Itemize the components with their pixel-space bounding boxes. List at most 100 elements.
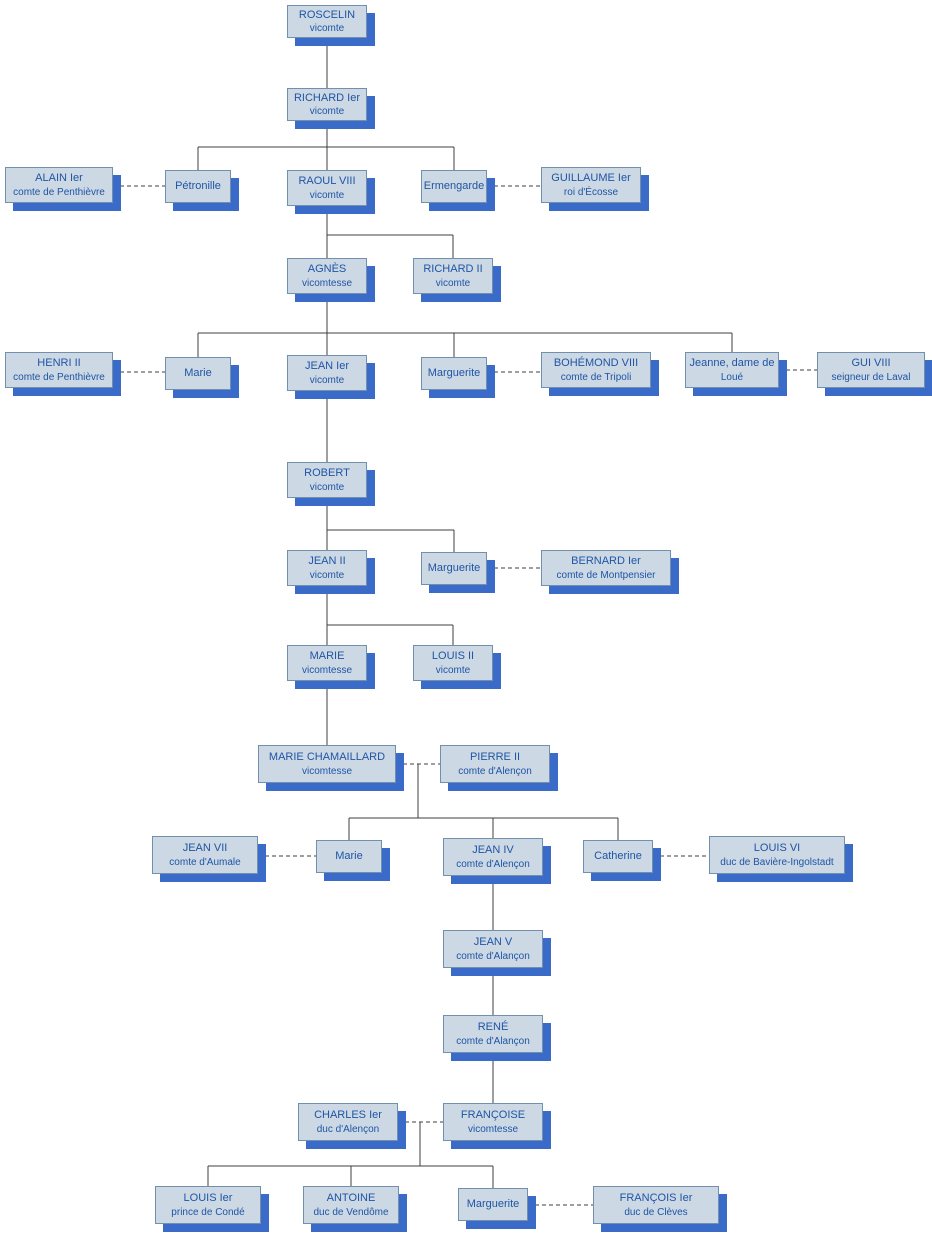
- person-name: LOUIS VI: [753, 842, 801, 855]
- node-marie-a: Marie: [165, 357, 231, 390]
- node-catherine: Catherine: [583, 840, 653, 873]
- person-title: comte d'Aumale: [169, 856, 241, 868]
- person-name: BOHÉMOND VIII: [553, 357, 639, 370]
- node-ermengarde: Ermengarde: [421, 170, 487, 203]
- person-name: JEAN IV: [472, 844, 514, 857]
- node-marguerite-c: Marguerite: [458, 1188, 528, 1221]
- node-louis-1er: LOUIS Ier prince de Condé: [155, 1186, 261, 1224]
- person-name: LOUIS Ier: [183, 1192, 233, 1205]
- person-name: JEAN Ier: [304, 360, 349, 373]
- person-name: PIERRE II: [469, 751, 521, 764]
- person-name: Ermengarde: [423, 180, 485, 193]
- node-francoise: FRANÇOISE vicomtesse: [443, 1103, 543, 1141]
- node-robert: ROBERT vicomte: [287, 462, 367, 498]
- person-title: duc de Vendôme: [313, 1206, 389, 1218]
- node-jean-1er: JEAN Ier vicomte: [287, 355, 367, 391]
- person-title: prince de Condé: [171, 1206, 245, 1218]
- person-title: vicomte: [309, 23, 345, 35]
- person-title: duc d'Alençon: [316, 1123, 380, 1135]
- node-marie-vicomtesse: MARIE vicomtesse: [287, 645, 367, 681]
- node-roscelin: ROSCELIN vicomte: [287, 5, 367, 38]
- person-name: JEAN VII: [182, 842, 228, 855]
- person-title: comte de Montpensier: [556, 569, 656, 581]
- person-name: Pétronille: [175, 180, 221, 193]
- node-antoine: ANTOINE duc de Vendôme: [303, 1186, 399, 1224]
- person-title: duc de Bavière-Ingolstadt: [720, 856, 834, 868]
- person-name: BERNARD Ier: [571, 555, 641, 568]
- person-name: RENÉ: [477, 1021, 509, 1034]
- node-louis-ii: LOUIS II vicomte: [413, 645, 493, 681]
- person-name: MARIE CHAMAILLARD: [268, 751, 386, 764]
- person-name: Marguerite: [427, 562, 481, 575]
- node-richard-ii: RICHARD II vicomte: [413, 258, 493, 294]
- person-name: JEAN II: [308, 555, 346, 568]
- person-name: FRANÇOIS Ier: [619, 1192, 693, 1205]
- person-name: ALAIN Ier: [35, 172, 83, 185]
- node-francois-1er: FRANÇOIS Ier duc de Clèves: [593, 1186, 719, 1224]
- node-raoul-viii: RAOUL VIII vicomte: [287, 170, 367, 206]
- person-name: MARIE: [309, 650, 345, 663]
- person-title: comte d'Alançon: [456, 950, 530, 962]
- person-name: ROBERT: [304, 467, 350, 480]
- person-name: GUI VIII: [851, 357, 891, 370]
- node-jeanne-dame-de-loue: Jeanne, dame de Loué: [685, 352, 779, 388]
- node-guillaume-1er: GUILLAUME Ier roi d'Écosse: [541, 167, 641, 203]
- person-title: comte d'Alençon: [458, 765, 532, 777]
- person-title: vicomtesse: [301, 664, 352, 676]
- person-name: FRANÇOISE: [460, 1109, 526, 1122]
- node-marie-b: Marie: [316, 840, 382, 873]
- person-name: Catherine: [594, 850, 642, 863]
- person-title: vicomtesse: [301, 765, 352, 777]
- person-name: GUILLAUME Ier: [551, 172, 631, 185]
- person-name: ROSCELIN: [298, 8, 356, 21]
- node-henri-ii: HENRI II comte de Penthièvre: [5, 352, 113, 388]
- person-title: comte de Tripoli: [560, 371, 632, 383]
- person-name: ANTOINE: [326, 1192, 376, 1205]
- node-pierre-ii: PIERRE II comte d'Alençon: [440, 745, 550, 783]
- person-title: roi d'Écosse: [563, 186, 619, 198]
- person-name: RAOUL VIII: [298, 175, 356, 188]
- node-jean-iv: JEAN IV comte d'Alençon: [443, 838, 543, 876]
- person-title: vicomtesse: [467, 1123, 518, 1135]
- person-name: Marguerite: [427, 367, 481, 380]
- person-name: LOUIS II: [431, 650, 475, 663]
- person-title: comte d'Alançon: [456, 1035, 530, 1047]
- node-bernard-1er: BERNARD Ier comte de Montpensier: [541, 550, 671, 586]
- person-name: Marguerite: [466, 1198, 520, 1211]
- person-title: vicomtesse: [301, 277, 352, 289]
- node-bohemond-viii: BOHÉMOND VIII comte de Tripoli: [541, 352, 651, 388]
- node-louis-vi: LOUIS VI duc de Bavière-Ingolstadt: [709, 836, 845, 874]
- person-name: Marie: [184, 367, 212, 380]
- node-marie-chamaillard: MARIE CHAMAILLARD vicomtesse: [258, 745, 396, 783]
- person-title: vicomte: [435, 664, 471, 676]
- node-gui-viii: GUI VIII seigneur de Laval: [817, 352, 925, 388]
- person-title: comte d'Alençon: [456, 858, 530, 870]
- node-marguerite-b: Marguerite: [421, 552, 487, 585]
- descent-lines: [197, 38, 733, 1188]
- person-name: Jeanne, dame de: [689, 357, 775, 370]
- node-rene: RENÉ comte d'Alançon: [443, 1015, 543, 1053]
- person-name: CHARLES Ier: [314, 1109, 382, 1122]
- node-charles-1er: CHARLES Ier duc d'Alençon: [298, 1103, 398, 1141]
- person-name: AGNÈS: [307, 263, 347, 276]
- person-title: vicomte: [435, 277, 471, 289]
- person-title: vicomte: [309, 569, 345, 581]
- node-jean-v: JEAN V comte d'Alançon: [443, 930, 543, 968]
- node-richard-1er: RICHARD Ier vicomte: [287, 88, 367, 121]
- person-name: JEAN V: [473, 936, 513, 949]
- person-title: Loué: [720, 371, 744, 383]
- person-title: seigneur de Laval: [831, 371, 911, 383]
- person-name: RICHARD II: [423, 263, 483, 276]
- node-alain-1er: ALAIN Ier comte de Penthièvre: [5, 167, 113, 203]
- node-jean-vii: JEAN VII comte d'Aumale: [152, 836, 258, 874]
- person-title: comte de Penthièvre: [13, 371, 105, 383]
- person-title: comte de Penthièvre: [13, 186, 105, 198]
- person-name: HENRI II: [37, 357, 81, 370]
- node-petronille: Pétronille: [165, 170, 231, 203]
- person-title: duc de Clèves: [624, 1206, 688, 1218]
- marriage-lines: [113, 185, 817, 1206]
- node-jean-ii: JEAN II vicomte: [287, 550, 367, 586]
- person-name: Marie: [335, 850, 363, 863]
